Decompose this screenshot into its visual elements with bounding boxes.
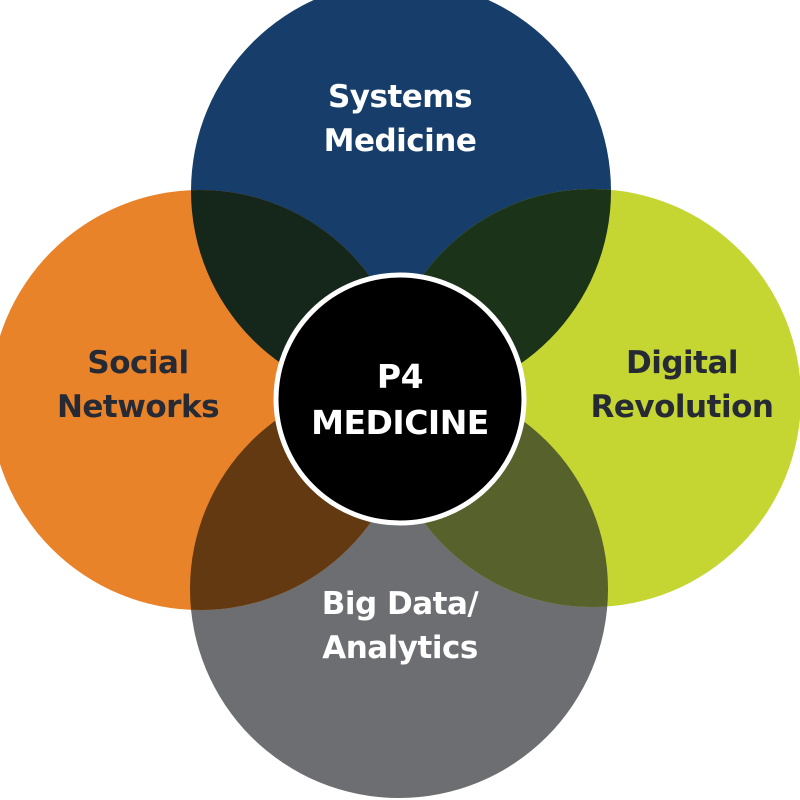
label-line: Social bbox=[87, 345, 189, 381]
label-line: MEDICINE bbox=[311, 403, 489, 442]
label-systems-medicine: Systems Medicine bbox=[290, 75, 510, 163]
label-line: Medicine bbox=[323, 123, 477, 159]
label-p4-medicine: P4 MEDICINE bbox=[290, 354, 510, 446]
label-social-networks: Social Networks bbox=[28, 341, 248, 429]
label-line: Systems bbox=[327, 79, 473, 115]
center-circle bbox=[273, 272, 527, 526]
label-line: Digital bbox=[625, 345, 739, 381]
label-line: Revolution bbox=[590, 389, 774, 425]
label-line: Networks bbox=[56, 389, 220, 425]
label-big-data: Big Data/ Analytics bbox=[285, 582, 515, 670]
label-line: P4 bbox=[376, 357, 424, 396]
label-line: Analytics bbox=[322, 630, 478, 666]
label-line: Big Data/ bbox=[321, 586, 479, 622]
label-digital-revolution: Digital Revolution bbox=[572, 341, 792, 429]
